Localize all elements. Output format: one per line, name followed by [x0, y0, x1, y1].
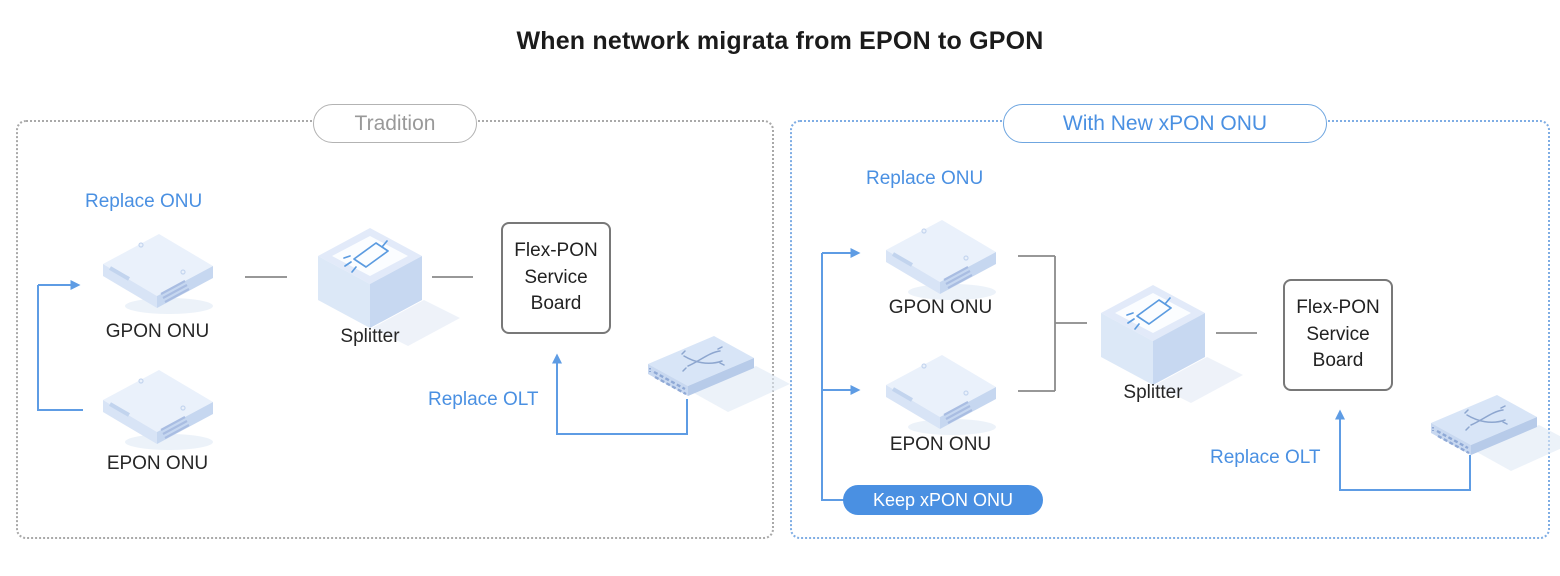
splitter-label-right: Splitter [1123, 382, 1183, 403]
gray-connector-lines [1018, 255, 1257, 392]
olt-device-icon [1429, 393, 1560, 473]
onu-device-icon [101, 232, 215, 316]
flex-pon-service-board-left: Flex-PON Service Board [501, 222, 611, 334]
splitter-label-left: Splitter [340, 326, 400, 347]
keep-xpon-connector-right [821, 248, 861, 501]
onu-device-icon [884, 218, 998, 302]
epon-onu-label-right: EPON ONU [889, 434, 992, 455]
gpon-onu-label-right: GPON ONU [888, 297, 993, 318]
gpon-onu-label-left: GPON ONU [105, 321, 210, 342]
onu-device-icon [101, 368, 215, 452]
replace-onu-label-right: Replace ONU [866, 168, 984, 189]
replace-olt-label-right: Replace OLT [1210, 447, 1321, 468]
replace-onu-connector-left [37, 280, 83, 411]
replace-onu-label-left: Replace ONU [85, 191, 203, 212]
flex-pon-service-board-label: Flex-PON Service Board [514, 239, 598, 315]
replace-olt-label-left: Replace OLT [428, 389, 539, 410]
flex-pon-service-board-label: Flex-PON Service Board [1296, 296, 1380, 372]
epon-onu-label-left: EPON ONU [106, 453, 209, 474]
panel-xpon-header: With New xPON ONU [1003, 104, 1327, 143]
replace-olt-connector-left [552, 353, 688, 435]
keep-xpon-onu-badge: Keep xPON ONU [843, 485, 1043, 515]
flex-pon-service-board-right: Flex-PON Service Board [1283, 279, 1393, 391]
olt-device-icon [646, 334, 792, 414]
replace-olt-connector-right [1335, 409, 1471, 491]
page-title: When network migrata from EPON to GPON [516, 27, 1044, 55]
onu-device-icon [884, 353, 998, 437]
panel-tradition-header: Tradition [313, 104, 477, 143]
